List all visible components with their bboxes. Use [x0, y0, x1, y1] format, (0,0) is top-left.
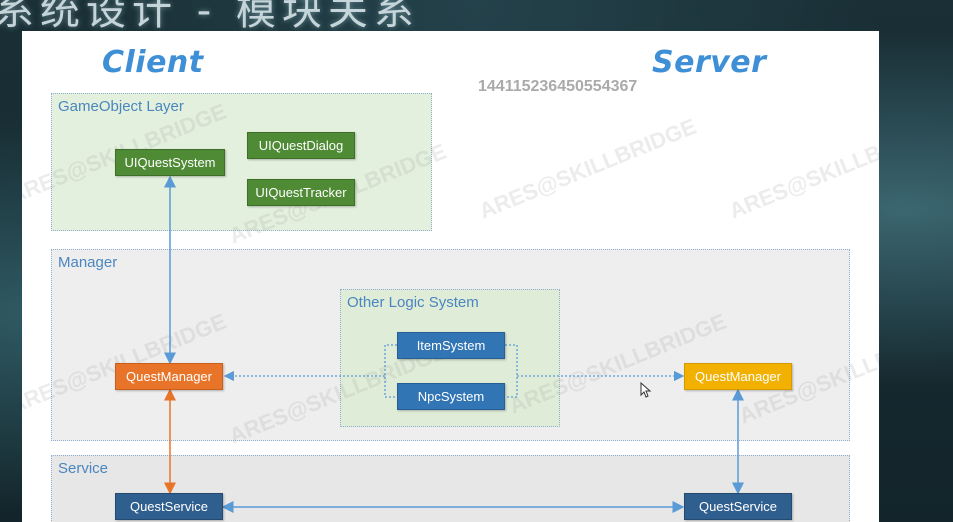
client-quest-manager-box: QuestManager [115, 363, 223, 390]
server-quest-manager-box: QuestManager [684, 363, 792, 390]
connection-lines [164, 175, 744, 513]
region-label-gameobject-layer: GameObject Layer [58, 98, 184, 115]
id-number-text: 144115236450554367 [478, 78, 638, 95]
logic-bracket-left [384, 344, 397, 398]
server-header: Server [652, 45, 767, 80]
banner-title: 系统设计 - 模块关系 [0, 0, 420, 34]
server-quest-service-box: QuestService [684, 493, 792, 520]
region-label-service: Service [58, 460, 109, 477]
ui-quest-system-box: UIQuestSystem [115, 149, 225, 176]
client-header: Client [102, 45, 204, 80]
diagram-slide: GameObject Layer Manager Other Logic Sys… [22, 31, 879, 522]
client-quest-service-box: QuestService [115, 493, 223, 520]
ui-quest-tracker-box: UIQuestTracker [247, 179, 355, 206]
npc-system-box: NpcSystem [397, 383, 505, 410]
logic-bracket-right [505, 344, 518, 398]
region-label-other-logic-system: Other Logic System [347, 294, 479, 311]
region-label-manager: Manager [58, 254, 118, 271]
ui-quest-dialog-box: UIQuestDialog [247, 132, 355, 159]
mouse-cursor-icon [640, 382, 652, 398]
item-system-box: ItemSystem [397, 332, 505, 359]
region-gameobject-layer: GameObject Layer [51, 93, 432, 231]
